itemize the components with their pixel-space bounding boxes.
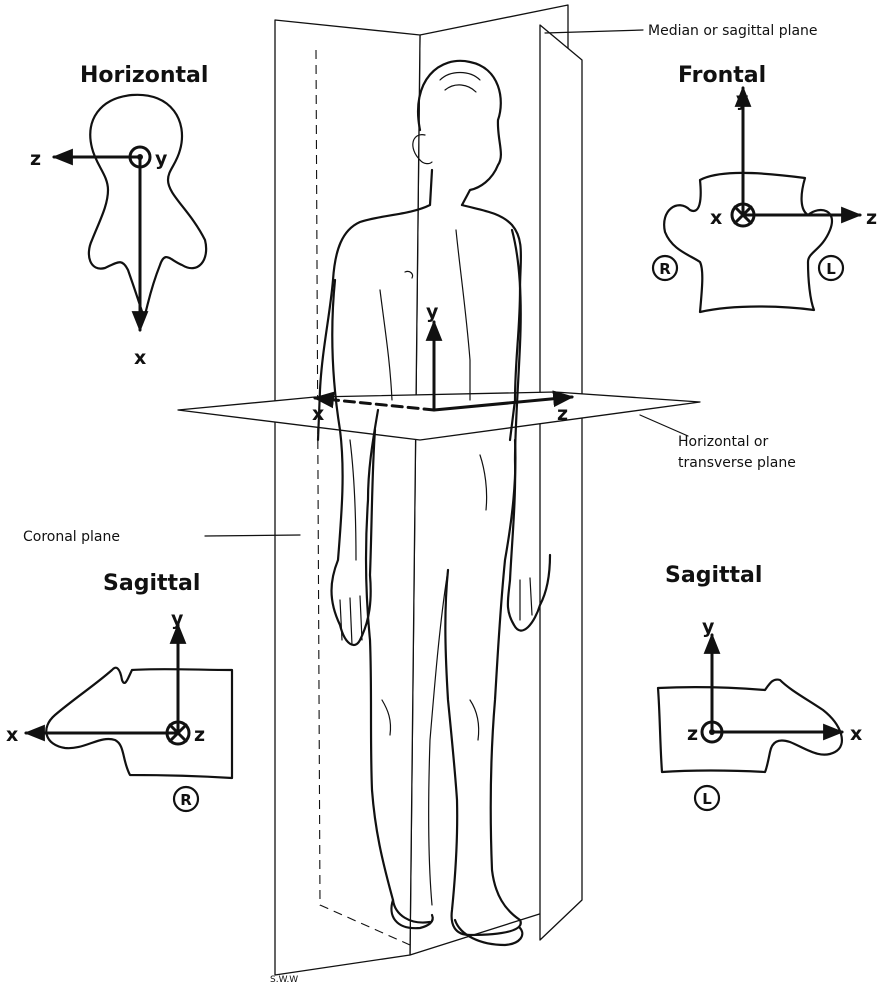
inset-frontal-axis-y: y xyxy=(736,89,749,111)
inset-sagittal-left-axis-z: z xyxy=(687,723,698,745)
coronal-plane-label: Coronal plane xyxy=(23,529,120,545)
inset-sagittal-right-axis-y: y xyxy=(171,608,184,630)
inset-sagittal-right-axis-x: x xyxy=(6,724,18,746)
artist-signature: S.W.W xyxy=(270,975,298,983)
inset-frontal-left-marker: L xyxy=(826,260,836,278)
inset-sagittal-right-marker: R xyxy=(180,791,192,809)
body-axis-y: y xyxy=(426,301,439,323)
inset-horizontal-axis-x: x xyxy=(134,347,146,369)
inset-horizontal-axis-y: y xyxy=(155,148,168,170)
inset-sagittal-right: Sagittal y x z R xyxy=(6,571,232,811)
inset-frontal-axis-x: x xyxy=(710,207,722,229)
sagittal-plane xyxy=(275,5,568,975)
coronal-plane xyxy=(540,25,582,940)
inset-frontal: Frontal y x z R L xyxy=(653,63,877,312)
inset-horizontal-axis-z: z xyxy=(30,148,41,170)
body-axis-z: z xyxy=(557,403,568,425)
inset-sagittal-left-title: Sagittal xyxy=(665,563,762,588)
label-median-plane: Median or sagittal plane xyxy=(545,23,818,39)
horizontal-plane-label-line2: transverse plane xyxy=(678,455,796,471)
body-axis-x: x xyxy=(312,403,324,425)
horizontal-plane-label-line1: Horizontal or xyxy=(678,434,768,450)
inset-frontal-title: Frontal xyxy=(678,63,766,88)
inset-frontal-axis-z: z xyxy=(866,207,877,229)
inset-horizontal-title: Horizontal xyxy=(80,63,208,88)
inset-sagittal-left-axis-x: x xyxy=(850,723,862,745)
inset-sagittal-left-axis-y: y xyxy=(702,616,715,638)
label-transverse-plane: Horizontal or transverse plane xyxy=(640,415,796,471)
inset-frontal-right-marker: R xyxy=(659,260,671,278)
inset-horizontal: Horizontal z y x xyxy=(30,63,208,369)
inset-sagittal-right-title: Sagittal xyxy=(103,571,200,596)
median-plane-label: Median or sagittal plane xyxy=(648,23,818,39)
inset-sagittal-left: Sagittal y z x L xyxy=(658,563,862,810)
transverse-plane xyxy=(178,392,700,440)
inset-sagittal-right-axis-z: z xyxy=(194,724,205,746)
inset-sagittal-left-marker: L xyxy=(702,790,712,808)
label-coronal-plane: Coronal plane xyxy=(23,529,300,545)
